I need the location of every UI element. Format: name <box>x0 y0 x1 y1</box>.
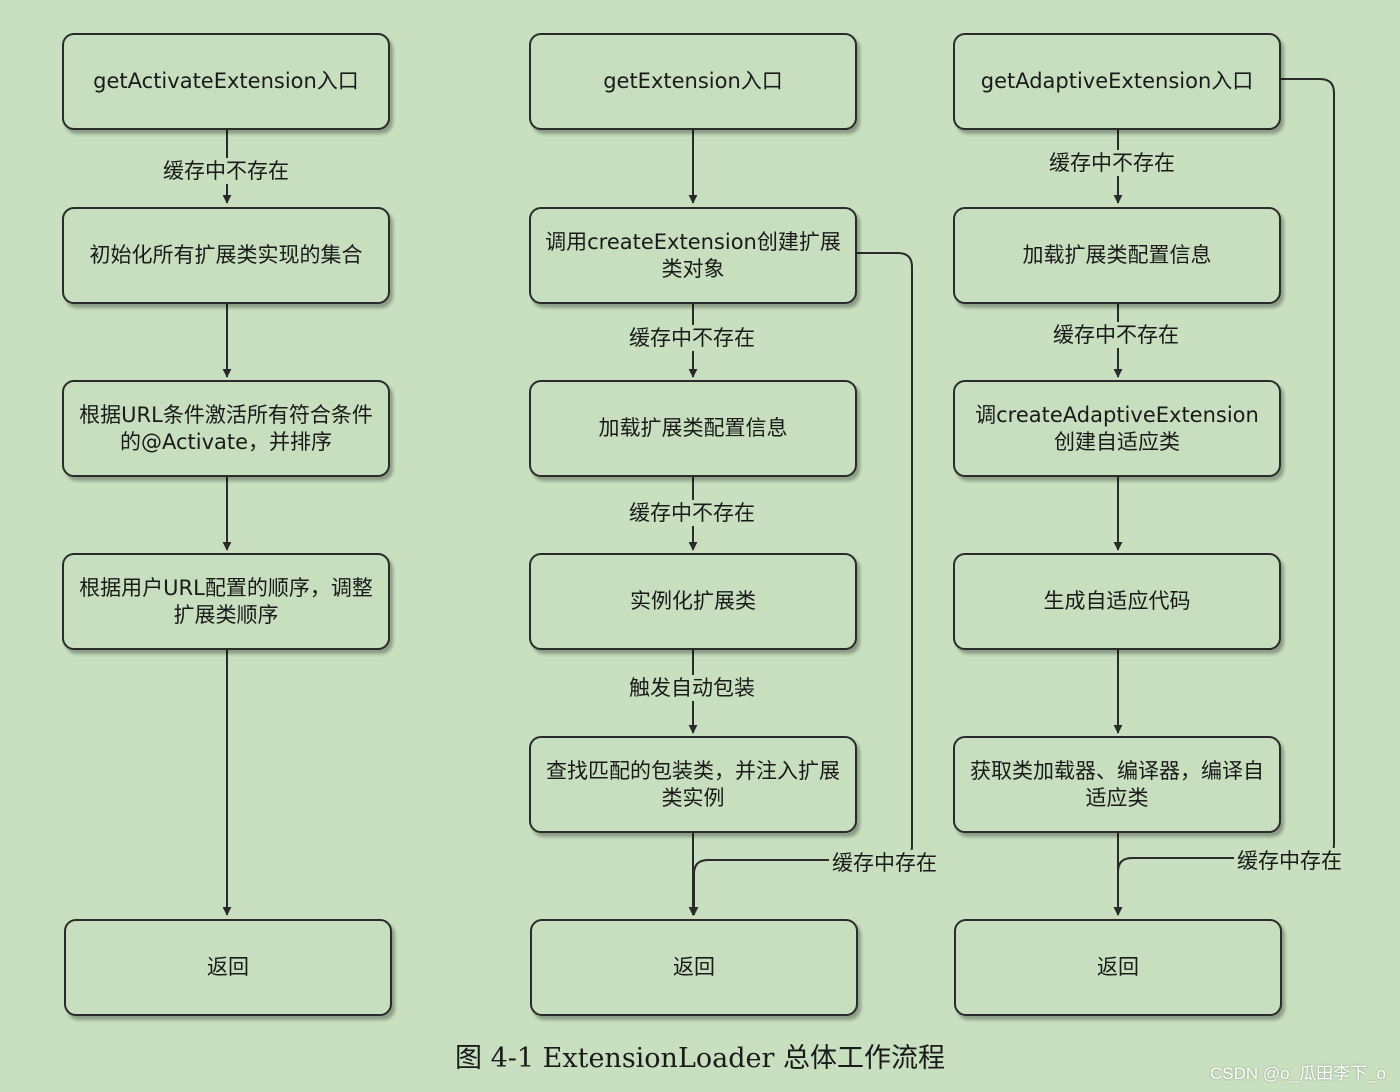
edge-label-c3-not-cached-2: 缓存中不存在 <box>1050 322 1182 348</box>
node-find-wrapper: 查找匹配的包装类，并注入扩展类实例 <box>529 736 857 833</box>
figure-caption: 图 4-1 ExtensionLoader 总体工作流程 <box>455 1043 945 1074</box>
edge-label-c2-cached: 缓存中存在 <box>829 850 940 876</box>
node-compile-adaptive-class: 获取类加载器、编译器，编译自适应类 <box>953 736 1281 833</box>
node-activate-by-url: 根据URL条件激活所有符合条件的@Activate，并排序 <box>62 380 390 477</box>
node-return-adaptive: 返回 <box>954 919 1282 1016</box>
node-load-config-c3: 加载扩展类配置信息 <box>953 207 1281 304</box>
node-create-extension: 调用createExtension创建扩展类对象 <box>529 207 857 304</box>
node-get-extension-entry: getExtension入口 <box>529 33 857 130</box>
node-return-activate: 返回 <box>64 919 392 1016</box>
node-get-adaptive-extension-entry: getAdaptiveExtension入口 <box>953 33 1281 130</box>
edge-label-c3-cached: 缓存中存在 <box>1234 848 1345 874</box>
node-load-config-c2: 加载扩展类配置信息 <box>529 380 857 477</box>
edge-label-c2-auto-wrap: 触发自动包装 <box>626 675 758 701</box>
node-create-adaptive-extension: 调createAdaptiveExtension创建自适应类 <box>953 380 1281 477</box>
edge-label-c3-not-cached-1: 缓存中不存在 <box>1046 150 1178 176</box>
watermark: CSDN @o_瓜田李下_o <box>1210 1064 1386 1083</box>
node-get-activate-extension-entry: getActivateExtension入口 <box>62 33 390 130</box>
edge-label-c1-not-cached: 缓存中不存在 <box>160 158 292 184</box>
edge-label-c2-not-cached-2: 缓存中不存在 <box>626 500 758 526</box>
edge-label-c2-not-cached-1: 缓存中不存在 <box>626 325 758 351</box>
node-generate-adaptive-code: 生成自适应代码 <box>953 553 1281 650</box>
node-adjust-order: 根据用户URL配置的顺序，调整扩展类顺序 <box>62 553 390 650</box>
node-init-extension-set: 初始化所有扩展类实现的集合 <box>62 207 390 304</box>
node-return-extension: 返回 <box>530 919 858 1016</box>
node-instantiate-extension: 实例化扩展类 <box>529 553 857 650</box>
